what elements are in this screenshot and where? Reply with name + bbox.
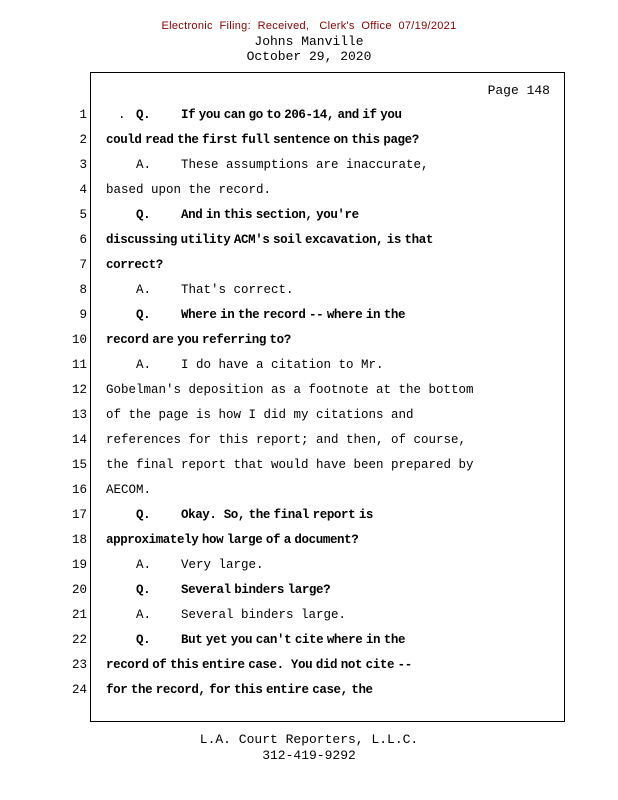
- reporter-company: L.A. Court Reporters, L.L.C.: [199, 732, 419, 747]
- line-number: 2: [79, 133, 87, 147]
- speaker-label: Q.: [136, 583, 151, 597]
- line-number: 11: [71, 358, 87, 372]
- line-number: 16: [71, 483, 87, 497]
- speaker-label: Q.: [136, 308, 151, 322]
- transcript-line: 19 A. Very large.: [72, 553, 550, 578]
- line-number: 5: [79, 208, 87, 222]
- transcript-line: 24 for the record, for this entire case, …: [72, 678, 550, 703]
- line-text: correct?: [106, 258, 163, 272]
- line-number: 17: [71, 508, 87, 522]
- line-text: Very large.: [181, 558, 264, 572]
- deposition-date: October 29, 2020: [246, 49, 372, 64]
- transcript-line: 14 references for this report; and then, …: [72, 428, 550, 453]
- line-text: Several binders large?: [181, 583, 331, 597]
- reporter-phone: 312-419-9292: [262, 748, 356, 763]
- page-number: Page 148: [487, 83, 550, 98]
- line-text: AECOM.: [106, 483, 152, 497]
- line-number: 13: [71, 408, 87, 422]
- speaker-label: A.: [136, 283, 152, 297]
- line-text: But yet you can't cite where in the: [181, 633, 406, 647]
- line-number: 3: [79, 158, 87, 172]
- transcript-line: 3 A. These assumptions are inaccurate,: [79, 153, 550, 178]
- line-text: references for this report; and then, of…: [106, 433, 467, 447]
- transcript-line: 2 could read the first full sentence on t…: [79, 128, 550, 153]
- transcript-line: 16 AECOM.: [72, 478, 550, 503]
- line-text: record of this entire case. You did not …: [106, 658, 412, 672]
- line-number: 4: [79, 183, 87, 197]
- line-text: These assumptions are inaccurate,: [181, 158, 429, 172]
- transcript-line: 22 Q. But yet you can't cite where in the: [72, 628, 550, 653]
- line-number: 8: [79, 283, 87, 297]
- transcript-line: 12 Gobelman's deposition as a footnote at…: [72, 378, 550, 403]
- speaker-label: Q.: [136, 208, 151, 222]
- transcript-line: 18 approximately how large of a document?: [72, 528, 550, 553]
- transcript-line: 9 Q. Where in the record -- where in the: [79, 303, 550, 328]
- line-text: could read the first full sentence on th…: [106, 133, 419, 147]
- line-text: of the page is how I did my citations an…: [106, 408, 414, 422]
- line-text: record are you referring to?: [106, 333, 291, 347]
- speaker-label: A.: [136, 558, 152, 572]
- line-text: If you can go to 206-14, and if you: [181, 108, 402, 122]
- line-text: Gobelman's deposition as a footnote at t…: [106, 383, 474, 397]
- line-number: 24: [71, 683, 87, 697]
- line-number: 9: [79, 308, 87, 322]
- line-number: 1: [79, 108, 87, 122]
- document-header: Electronic Filing: Received, Clerk's Off…: [0, 20, 618, 64]
- transcript-line: 1. Q. If you can go to 206-14, and if you: [79, 103, 550, 128]
- speaker-label: A.: [136, 608, 152, 622]
- transcript-line: 13 of the page is how I did my citations …: [72, 403, 550, 428]
- transcript-line: 7 correct?: [79, 253, 550, 278]
- speaker-label: A.: [136, 358, 152, 372]
- line-text: That's correct.: [181, 283, 294, 297]
- line-text: the final report that would have been pr…: [106, 458, 474, 472]
- line-number: 18: [71, 533, 87, 547]
- case-name: Johns Manville: [254, 34, 364, 49]
- transcript-page-frame: Page 148 1. Q. If you can go to 206-14, an…: [72, 72, 565, 722]
- line-number: 22: [71, 633, 87, 647]
- transcript-line: 15 the final report that would have been …: [72, 453, 550, 478]
- speaker-label: Q.: [136, 108, 151, 122]
- line-text: discussing utility ACM's soil excavation…: [106, 233, 433, 247]
- transcript-line: 8 A. That's correct.: [79, 278, 550, 303]
- speaker-label: Q.: [136, 508, 151, 522]
- line-number: 15: [71, 458, 87, 472]
- transcript-line: 23 record of this entire case. You did no…: [72, 653, 550, 678]
- line-number: 23: [71, 658, 87, 672]
- line-number: 6: [79, 233, 87, 247]
- transcript-line: 17 Q. Okay. So, the final report is: [72, 503, 550, 528]
- line-number: 14: [71, 433, 87, 447]
- line-number: 20: [71, 583, 87, 597]
- transcript-line: 10 record are you referring to?: [72, 328, 550, 353]
- line-text: approximately how large of a document?: [106, 533, 359, 547]
- efiling-stamp: Electronic Filing: Received, Clerk's Off…: [161, 20, 457, 32]
- stray-mark: .: [118, 108, 126, 122]
- line-text: based upon the record.: [106, 183, 272, 197]
- transcript-line: 4 based upon the record.: [79, 178, 550, 203]
- line-number: 19: [71, 558, 87, 572]
- line-number: 7: [79, 258, 87, 272]
- line-text: And in this section, you're: [181, 208, 359, 222]
- line-text: Several binders large.: [181, 608, 347, 622]
- transcript-line: 11 A. I do have a citation to Mr.: [72, 353, 550, 378]
- speaker-label: Q.: [136, 633, 151, 647]
- line-text: Okay. So, the final report is: [181, 508, 374, 522]
- line-text: I do have a citation to Mr.: [181, 358, 384, 372]
- line-text: for the record, for this entire case, th…: [106, 683, 373, 697]
- transcript-line: 20 Q. Several binders large?: [72, 578, 550, 603]
- line-number: 10: [71, 333, 87, 347]
- transcript-line: 6 discussing utility ACM's soil excavatio…: [79, 228, 550, 253]
- transcript-line: 5 Q. And in this section, you're: [79, 203, 550, 228]
- line-text: Where in the record -- where in the: [181, 308, 406, 322]
- transcript-lines: 1. Q. If you can go to 206-14, and if you 2…: [72, 103, 550, 703]
- line-number: 12: [71, 383, 87, 397]
- reporter-footer: L.A. Court Reporters, L.L.C. 312-419-929…: [0, 732, 618, 764]
- line-number: 21: [71, 608, 87, 622]
- transcript-line: 21 A. Several binders large.: [72, 603, 550, 628]
- speaker-label: A.: [136, 158, 152, 172]
